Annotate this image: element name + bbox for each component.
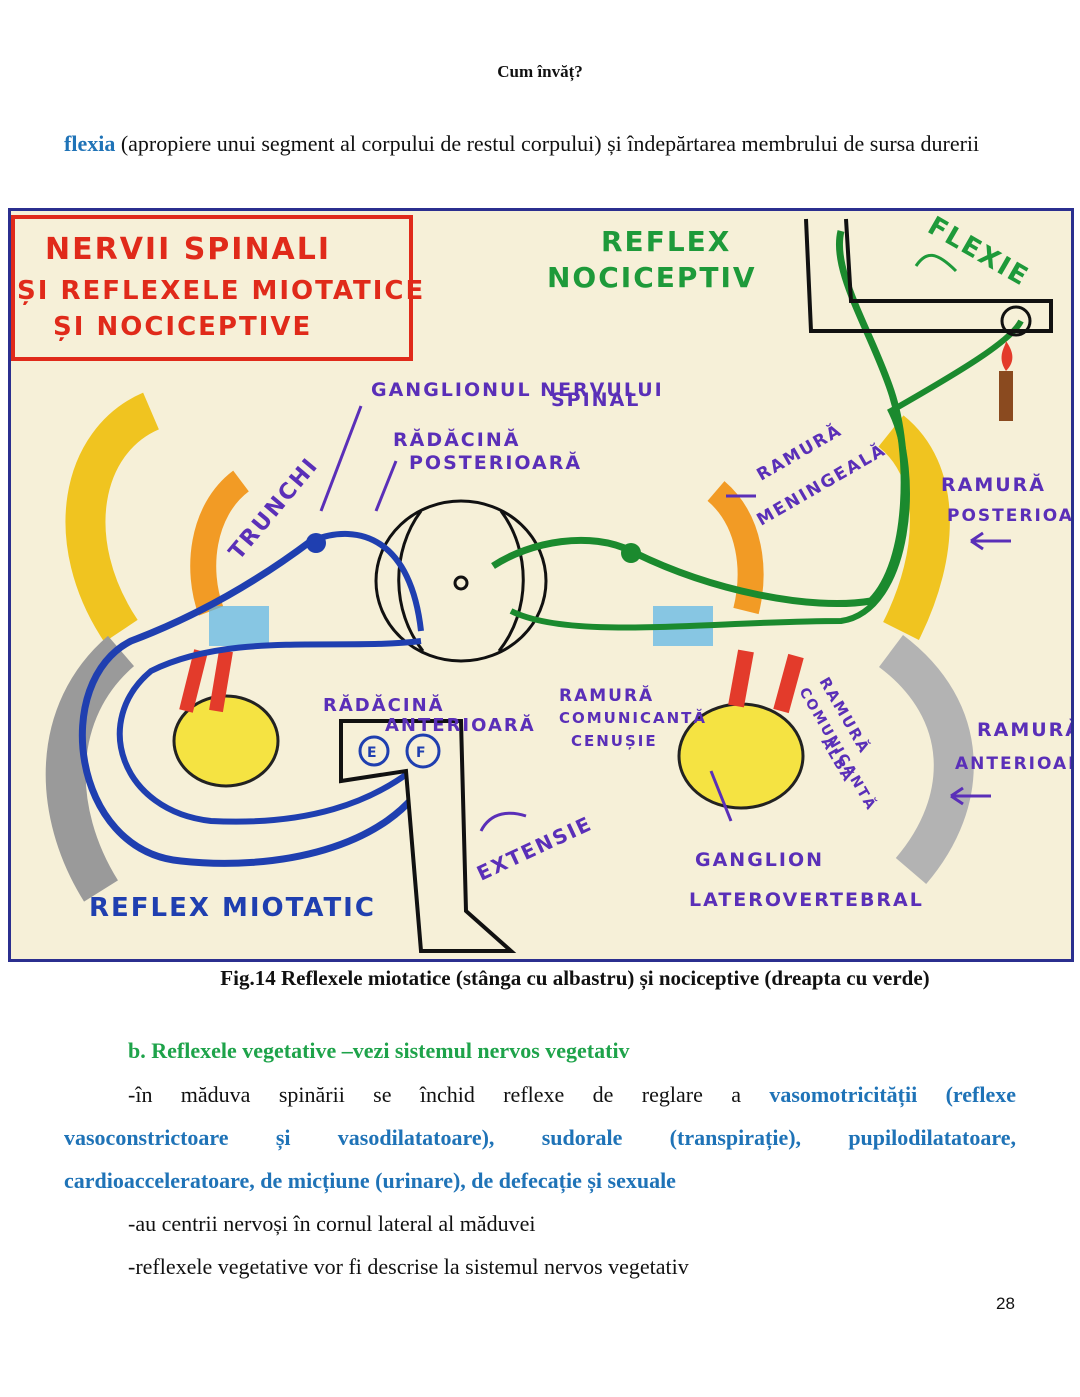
label-muscle-e: E [367,745,379,761]
pointer-ganglion [319,405,363,512]
pointer-radacina-post [374,460,398,512]
label-radacina-ant-2: ANTERIOARĂ [385,714,536,736]
para2-text: -au centrii nervoși în cornul lateral al… [128,1211,536,1236]
label-ramura-cenusie-2: COMUNICANTĂ [559,708,707,727]
label-ramura-post-1: RAMURĂ [941,472,1046,496]
green-ganglion-node [621,543,641,563]
para3-text: -reflexele vegetative vor fi descrise la… [128,1254,689,1279]
candle [999,371,1013,421]
vertebra-arch-right-outer [877,415,950,640]
ramus-left-2 [209,649,233,713]
label-muscle-f: F [416,745,428,761]
label-ramura-cenusie-1: RAMURĂ [559,684,654,706]
para1-blue-mid: vasoconstrictoare și vasodilatatoare), s… [64,1125,1016,1150]
paragraph-centers: -au centrii nervoși în cornul lateral al… [64,1202,1016,1245]
label-ganglion-lat-1: GANGLION [695,849,824,871]
green-efferent-path [509,319,1024,631]
label-extensie: EXTENSIE [473,811,596,885]
blue-efferent-path [116,638,422,825]
green-afferent-path [491,230,908,608]
vertebra-arch-right-inner [707,481,764,615]
label-ramura-cenusie-3: CENUȘIE [571,732,658,750]
label-ramura-post-2: POSTERIOARĂ [947,504,1071,526]
para1-blue-start: vasomotricității (reflexe [769,1082,1016,1107]
central-canal [453,575,469,591]
arrow-ramura-posterioara [970,531,1011,551]
label-ramura-ant-1: RAMURĂ [977,717,1071,741]
label-title-1: NERVII SPINALI [45,232,331,267]
intro-paragraph: flexia (apropiere unui segment al corpul… [64,122,1016,165]
paragraph-described-later: -reflexele vegetative vor fi descrise la… [64,1245,1016,1288]
vertebra-arch-left-outer [65,392,160,643]
intro-text: (apropiere unui segment al corpului de r… [115,131,980,156]
arm-outline [804,218,1053,333]
ramus-left-1 [179,649,208,713]
label-ganglion-lat-2: LATEROVERTEBRAL [689,889,924,911]
label-reflex-nociceptiv-1: REFLEX [601,225,731,258]
gray-matter [397,510,525,652]
label-ganglion-1: GANGLIONUL NERVULUI [371,379,664,401]
label-flexie: FLEXIE [923,211,1035,293]
label-ramura-meningeala-2: MENINGEALĂ [753,438,890,530]
blue-afferent-path [78,538,435,867]
blue-central-path [309,531,424,632]
page-number: 28 [996,1294,1015,1313]
arrow-flexie [914,253,958,273]
title-box [11,215,413,361]
label-radacina-post-1: RĂDĂCINĂ [393,427,520,451]
para1-plain: -în măduva spinării se închid reflexe de… [128,1082,770,1107]
para1-line2: vasoconstrictoare și vasodilatatoare), s… [64,1116,1016,1159]
label-radacina-post-2: POSTERIOARĂ [409,450,582,474]
paragraph-vegetative-reflexes: -în măduva spinării se închid reflexe de… [64,1073,1016,1202]
term-flexia: flexia [64,131,116,156]
pointer-ganglion-lat [709,770,733,822]
para1-line1: -în măduva spinării se închid reflexe de… [64,1073,1016,1116]
spinal-nerve-reflex-figure: NERVII SPINALI ȘI REFLEXELE MIOTATICE ȘI… [8,208,1074,962]
figure-caption: Fig.14 Reflexele miotatice (stânga cu al… [220,966,930,990]
ganglion-left [172,694,280,788]
ramus-gray [728,649,754,708]
muscle-band-right [878,635,974,885]
spinal-nerve-left [209,606,269,646]
leg-muscle-e-circle [358,735,390,767]
label-ramura-ant-2: ANTERIOARĂ [955,752,1071,774]
para1-blue-end: cardioacceleratoare, de micțiune (urinar… [64,1168,676,1193]
leg-outline [339,719,517,953]
para1-line3: cardioacceleratoare, de micțiune (urinar… [64,1159,1016,1202]
leg-muscle-f-circle [405,733,441,769]
label-title-2: ȘI REFLEXELE MIOTATICE [17,276,425,306]
arrow-extensie [479,811,527,832]
ramus-white [773,653,804,714]
label-ganglion-2: SPINAL [551,389,640,411]
label-reflex-miotatic: REFLEX MIOTATIC [89,893,376,923]
blue-ganglion-node [306,533,326,553]
arrow-ramura-anterioara [950,786,991,806]
vertebra-arch-left-inner [190,470,250,616]
arm-muscle [1000,305,1032,337]
candle-flame [1001,341,1013,371]
figure-drawing: NERVII SPINALI ȘI REFLEXELE MIOTATICE ȘI… [11,211,1071,953]
section-heading: b. Reflexele vegetative –vezi sistemul n… [128,1038,630,1063]
page-header-title: Cum învăț? [497,62,583,81]
label-reflex-nociceptiv-2: NOCICEPTIV [547,261,757,294]
label-title-3: ȘI NOCICEPTIVE [53,312,312,342]
label-radacina-ant-1: RĂDĂCINĂ [323,694,445,716]
spinal-cord [374,499,548,663]
